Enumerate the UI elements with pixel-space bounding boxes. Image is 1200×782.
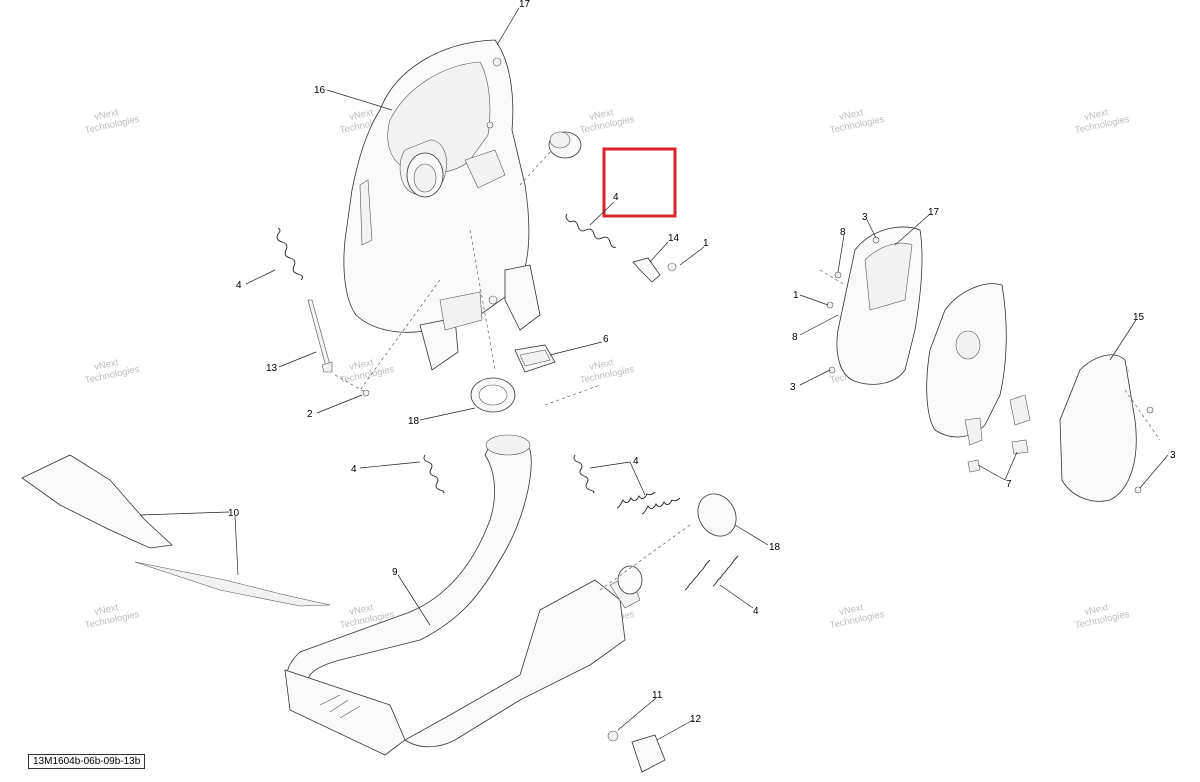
rod bbox=[307, 299, 370, 397]
callout-7: 7 bbox=[1006, 479, 1012, 490]
callout-4-left: 4 bbox=[236, 280, 242, 291]
spring-left bbox=[276, 227, 303, 281]
watermark-line1: vNext bbox=[838, 107, 864, 123]
watermark-line1: vNext bbox=[838, 602, 864, 618]
callout-14: 14 bbox=[668, 233, 680, 244]
callout-13: 13 bbox=[266, 363, 278, 374]
watermark: vNext Technologies bbox=[829, 602, 886, 631]
watermark-line1: vNext bbox=[93, 357, 119, 373]
end-cap bbox=[548, 131, 582, 159]
callout-11: 11 bbox=[652, 690, 663, 701]
watermark: vNext Technologies bbox=[84, 602, 141, 631]
watermark-line1: vNext bbox=[1083, 107, 1109, 123]
watermark: vNext Technologies bbox=[84, 357, 141, 386]
callout-9: 9 bbox=[392, 567, 398, 578]
callout-4-mid: 4 bbox=[351, 464, 357, 475]
grommet bbox=[607, 730, 666, 773]
gasket-ring-right bbox=[697, 493, 737, 537]
gasket-ring-top bbox=[470, 377, 516, 413]
callout-1: 1 bbox=[703, 238, 709, 249]
right-exploded-view bbox=[819, 226, 1161, 502]
callout-17: 17 bbox=[519, 0, 531, 10]
callout-10: 10 bbox=[228, 508, 240, 519]
spring-top bbox=[565, 213, 617, 248]
spring-mid-left bbox=[423, 454, 445, 494]
watermark: vNext Technologies bbox=[579, 357, 636, 386]
watermark: vNext Technologies bbox=[1074, 107, 1131, 136]
callouts: 17 16 4 14 1 4 13 2 6 18 4 4 10 18 9 4 1… bbox=[228, 0, 1176, 725]
watermark-line1: vNext bbox=[93, 107, 119, 123]
diagram-reference-code: 13M1604b-06b-09b-13b bbox=[28, 754, 146, 769]
spring-pair-lower bbox=[684, 555, 739, 591]
highlight-box bbox=[602, 147, 677, 218]
callout-4-right: 4 bbox=[633, 456, 639, 467]
watermark: vNext Technologies bbox=[829, 107, 886, 136]
watermark-line1: vNext bbox=[348, 602, 374, 618]
callout-18-right: 18 bbox=[769, 542, 781, 553]
callout-6: 6 bbox=[603, 334, 609, 345]
watermark: vNext Technologies bbox=[579, 107, 636, 136]
watermark-line1: vNext bbox=[1083, 602, 1109, 618]
callout-1-right: 1 bbox=[793, 290, 799, 301]
callout-18-top: 18 bbox=[408, 416, 420, 427]
callout-2: 2 bbox=[307, 409, 313, 420]
exhaust-pipe bbox=[284, 434, 643, 756]
watermark: vNext Technologies bbox=[84, 107, 141, 136]
callout-15: 15 bbox=[1133, 312, 1145, 323]
callout-4-lower: 4 bbox=[753, 606, 759, 617]
callout-16: 16 bbox=[314, 85, 326, 96]
heat-shield bbox=[21, 454, 331, 607]
callout-3: 3 bbox=[862, 212, 868, 223]
callout-12: 12 bbox=[690, 714, 702, 725]
spring-pair-upper bbox=[616, 491, 681, 515]
callout-8: 8 bbox=[840, 227, 846, 238]
leader-lines bbox=[139, 7, 1169, 741]
watermark-line1: vNext bbox=[588, 107, 614, 123]
bracket bbox=[632, 257, 677, 283]
callout-4-highlighted: 4 bbox=[613, 192, 619, 203]
muffler-assembly bbox=[343, 39, 541, 371]
watermark-line1: vNext bbox=[348, 357, 374, 373]
watermark-line1: vNext bbox=[348, 107, 374, 123]
callout-3-right: 3 bbox=[1170, 450, 1176, 461]
watermark-line1: vNext bbox=[93, 602, 119, 618]
callout-8-lower: 8 bbox=[792, 332, 798, 343]
spring-mid-right bbox=[573, 454, 595, 494]
callout-17-right: 17 bbox=[928, 207, 940, 218]
watermark: vNext Technologies bbox=[1074, 602, 1131, 631]
watermark-line1: vNext bbox=[588, 357, 614, 373]
callout-3-lower: 3 bbox=[790, 382, 796, 393]
clamp bbox=[514, 344, 556, 373]
